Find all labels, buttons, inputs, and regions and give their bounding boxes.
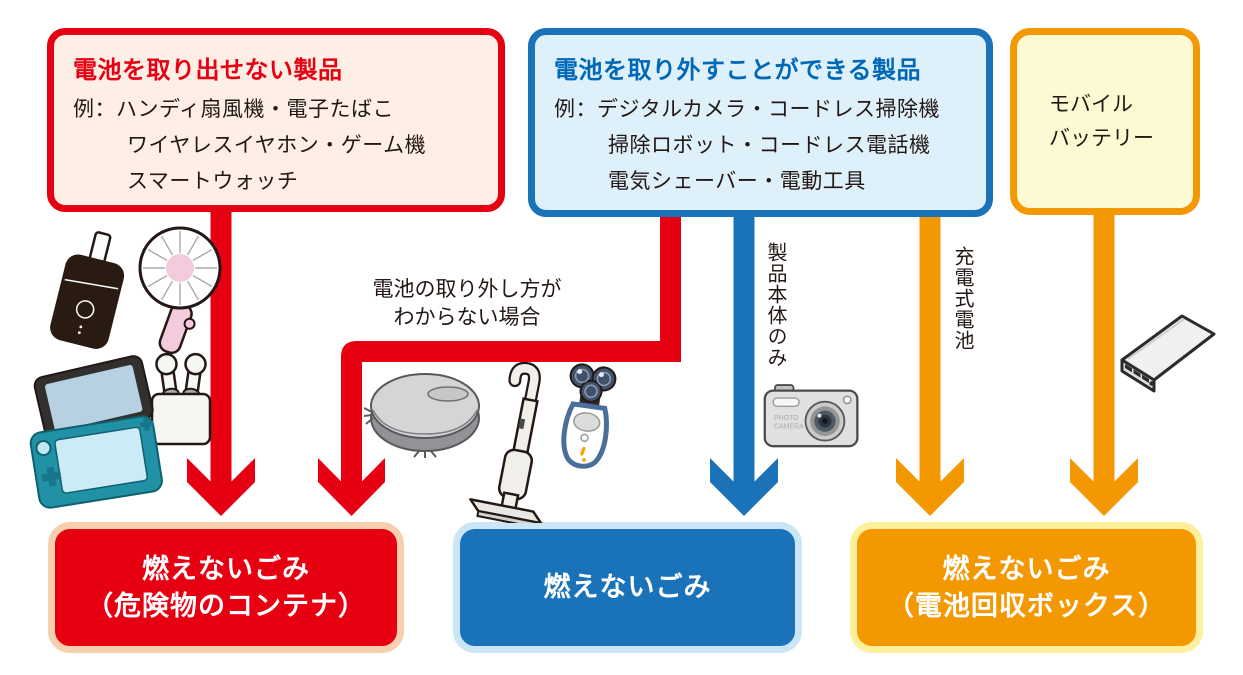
wireless-earphones-illustration <box>150 352 212 446</box>
dest-line: （電池回収ボックス） <box>886 590 1167 621</box>
dest-non-burnable-hazardous: 燃えないごみ （危険物のコンテナ） <box>48 522 404 653</box>
arrow-orange-mobile-battery <box>1070 208 1138 516</box>
box-removable-title: 電池を取り外すことができる製品 <box>554 57 922 84</box>
dest-line: 燃えないごみ <box>942 553 1111 584</box>
label-product-body-only: 製品本体のみ <box>764 242 786 368</box>
dest-non-burnable: 燃えないごみ <box>453 522 802 653</box>
electric-shaver-illustration <box>561 363 617 469</box>
box-mobile-battery: モバイル バッテリー <box>1010 28 1200 215</box>
label-rechargeable-battery: 充電式電池 <box>951 246 973 351</box>
box-non-removable-title: 電池を取り出せない製品 <box>73 57 343 84</box>
mobile-battery-label: モバイル <box>1049 92 1133 116</box>
digital-camera-illustration: PHOTO CAMERA <box>763 384 859 448</box>
dest-line: 燃えないごみ <box>142 553 310 584</box>
handheld-fan-illustration <box>138 226 222 355</box>
label-unknown-removal-line2: わからない場合 <box>393 306 541 329</box>
box-non-removable-products: 電池を取り出せない製品 例：ハンディ扇風機・電子たばこ ワイヤレスイヤホン・ゲー… <box>47 28 505 212</box>
dest-line: （危険物のコンテナ） <box>86 590 366 621</box>
dest-line: 燃えないごみ <box>543 572 712 602</box>
dest-non-burnable-battery-box: 燃えないごみ （電池回収ボックス） <box>850 522 1203 653</box>
label-unknown-removal-line1: 電池の取り外し方が <box>372 278 562 301</box>
arrow-orange-rechargeable <box>896 210 964 516</box>
camera-brand-text: PHOTO <box>774 415 799 422</box>
robot-vacuum-illustration <box>364 373 480 458</box>
arrow-blue-product-body <box>710 210 778 516</box>
example-line: 例：ハンディ扇風機・電子たばこ <box>73 98 395 121</box>
example-line: 例：デジタルカメラ・コードレス掃除機 <box>554 98 940 121</box>
box-removable-products: 電池を取り外すことができる製品 例：デジタルカメラ・コードレス掃除機 掃除ロボッ… <box>528 28 993 217</box>
camera-brand-text: CAMERA <box>774 424 804 431</box>
arrow-red-elbow-from-blue-box <box>318 210 681 516</box>
power-bank-illustration <box>1120 314 1216 393</box>
label-unknown-removal: 電池の取り外し方が わからない場合 <box>322 276 612 332</box>
e-cigarette-illustration <box>50 231 125 349</box>
example-line: 電気シェーバー・電動工具 <box>608 170 866 193</box>
stick-vacuum-illustration <box>469 361 543 523</box>
game-console-illustration <box>29 355 163 509</box>
mobile-battery-label: バッテリー <box>1049 126 1154 150</box>
example-line: 掃除ロボット・コードレス電話機 <box>608 134 931 157</box>
example-line: ワイヤレスイヤホン・ゲーム機 <box>127 134 427 157</box>
example-line: スマートウォッチ <box>127 170 299 193</box>
